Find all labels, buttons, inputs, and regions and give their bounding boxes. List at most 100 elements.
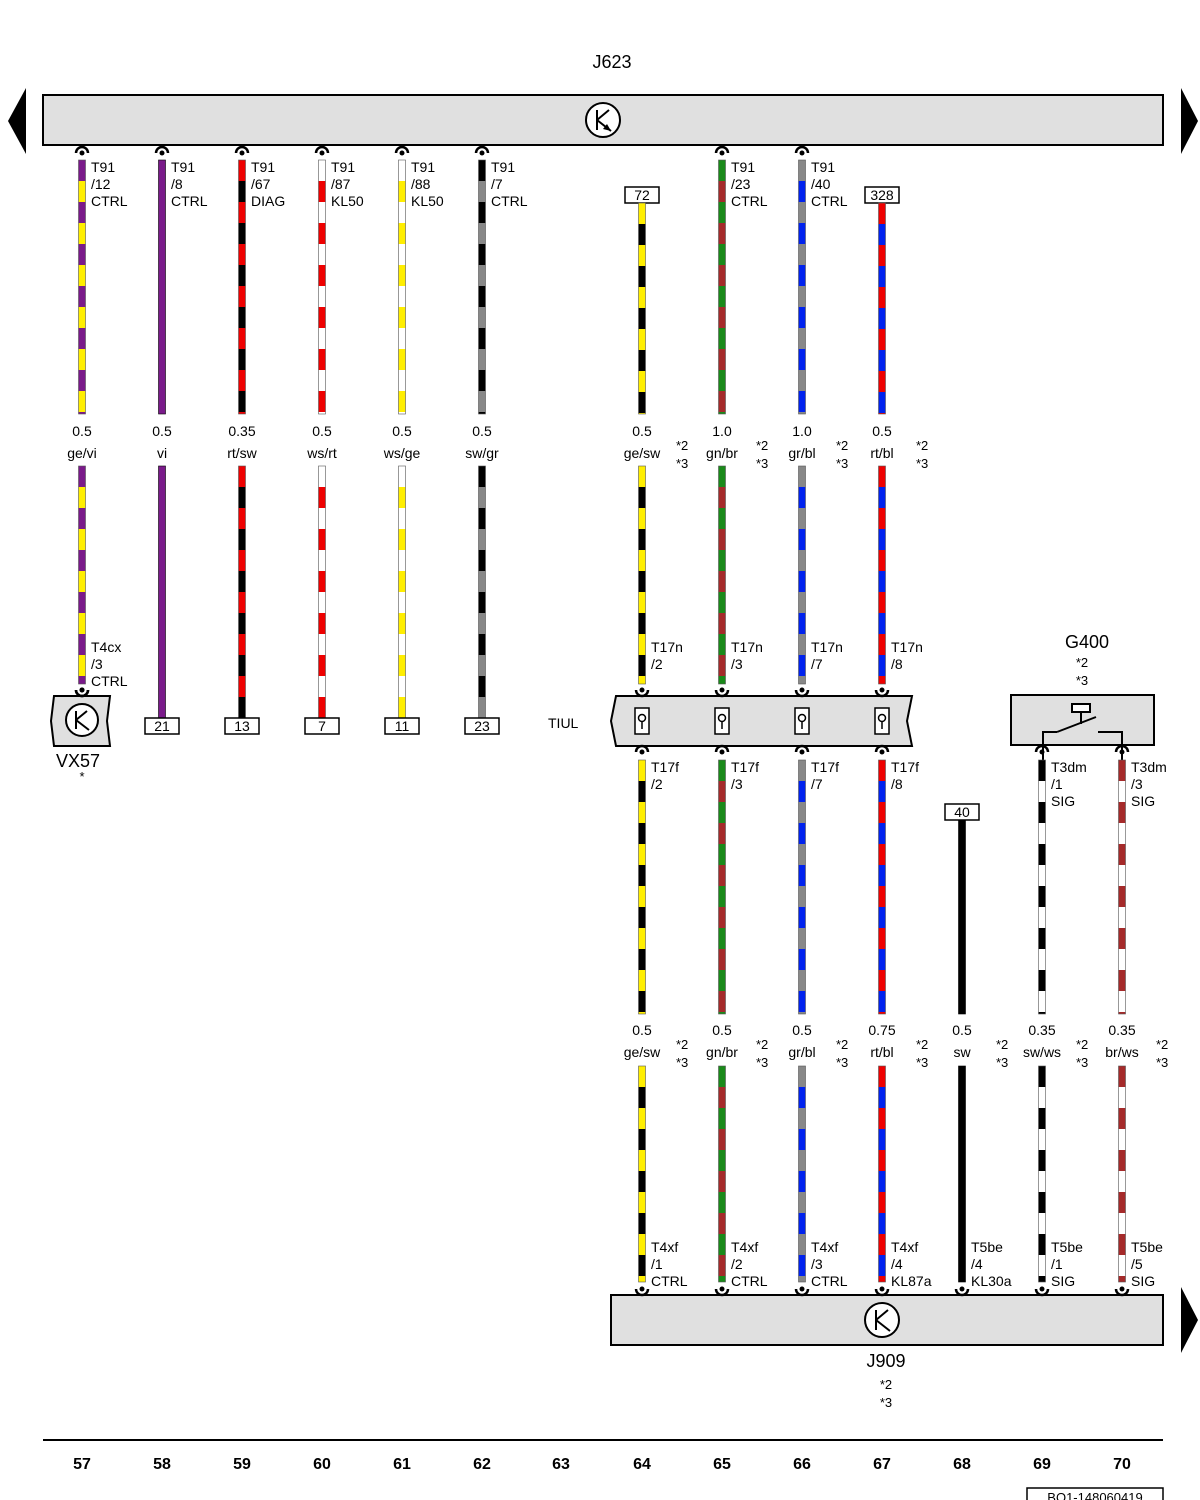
lower-wire-66-top-terminal: [794, 744, 810, 753]
lower-wire-67-segment-a: [878, 759, 886, 1015]
lower-wire-70-top-pin-line-1: /3: [1131, 776, 1143, 792]
lower-wire-66-note-0: *2: [836, 1037, 848, 1052]
column-number-58: 58: [153, 1456, 171, 1473]
prev-page-arrow[interactable]: [8, 88, 26, 154]
lower-wire-68-bottom-pin-line-0: T5be: [971, 1239, 1003, 1255]
upper-wire-60-code: ws/rt: [306, 445, 337, 461]
lower-wire-67-note-1: *3: [916, 1055, 928, 1070]
upper-wire-62-top-pin-line-2: CTRL: [491, 193, 528, 209]
j909-label: J909: [866, 1351, 905, 1371]
lower-wire-69-note-1: *3: [1076, 1055, 1088, 1070]
lower-wire-64-bottom-pin-line-0: T4xf: [651, 1239, 678, 1255]
lower-wire-69-top-pin-line-1: /1: [1051, 776, 1063, 792]
lower-wire-69-top-pin-line-0: T3dm: [1051, 759, 1087, 775]
upper-wire-59-segment-b: [238, 465, 246, 719]
lower-wire-69-bottom-terminal: [1034, 1288, 1050, 1297]
upper-wire-61-bottom-ref-text: 11: [395, 718, 410, 734]
lower-wire-68-top-ref-text: 40: [954, 804, 970, 820]
upper-wire-60-top-pin-line-0: T91: [331, 159, 355, 175]
upper-wire-60-size: 0.5: [312, 423, 332, 439]
upper-wire-65-bottom-pin-line-0: T17n: [731, 639, 763, 655]
upper-wire-60-bottom-ref[interactable]: [304, 717, 340, 735]
lower-wire-67-bottom-pin-line-0: T4xf: [891, 1239, 918, 1255]
lower-wire-68-note-1: *3: [996, 1055, 1008, 1070]
upper-wire-57-bottom-pin-line-1: /3: [91, 656, 103, 672]
lower-wire-70-bottom-pin-line-0: T5be: [1131, 1239, 1163, 1255]
column-number-57: 57: [73, 1456, 91, 1473]
upper-wire-58-bottom-ref-text: 21: [154, 718, 170, 734]
upper-wire-66-bottom-pin-line-1: /7: [811, 656, 823, 672]
lower-wire-66-segment-a: [798, 759, 806, 1015]
lower-wire-67-bottom-pin-line-2: KL87a: [891, 1273, 932, 1289]
lower-wire-70-code: br/ws: [1105, 1044, 1138, 1060]
next-page-arrow-lower[interactable]: [1181, 1287, 1198, 1353]
lower-wire-68-segment-a: [958, 819, 966, 1015]
upper-wire-60-top-terminal: [314, 145, 330, 154]
lower-wire-68-bottom-pin-line-2: KL30a: [971, 1273, 1012, 1289]
upper-wire-59-size: 0.35: [228, 423, 255, 439]
lower-wire-70-bottom-pin-line-2: SIG: [1131, 1273, 1155, 1289]
tiul-label: TIUL: [548, 715, 579, 731]
upper-wire-65-top-pin-line-0: T91: [731, 159, 755, 175]
upper-wire-62-bottom-ref[interactable]: [464, 717, 500, 735]
lower-wire-67-bottom-terminal: [874, 1288, 890, 1297]
ecu-icon: [585, 102, 621, 138]
upper-wire-59-code: rt/sw: [227, 445, 257, 461]
lower-wire-64-size: 0.5: [632, 1022, 652, 1038]
lower-wire-64-bottom-pin-line-1: /1: [651, 1256, 663, 1272]
next-page-arrow[interactable]: [1181, 88, 1198, 154]
upper-wire-58-segment-a: [158, 159, 166, 415]
lower-wire-68-bottom-terminal: [954, 1288, 970, 1297]
lower-wire-69-top-pin-line-2: SIG: [1051, 793, 1075, 809]
upper-wire-67-bottom-terminal: [874, 689, 890, 698]
column-number-66: 66: [793, 1456, 811, 1473]
upper-wire-66-top-pin-line-1: /40: [811, 176, 831, 192]
lower-wire-69-note-0: *2: [1076, 1037, 1088, 1052]
upper-wire-59-bottom-ref[interactable]: [224, 717, 260, 735]
lower-wire-67-top-pin-line-1: /8: [891, 776, 903, 792]
upper-wire-66-size: 1.0: [792, 423, 812, 439]
lower-wire-67-size: 0.75: [868, 1022, 895, 1038]
lower-wire-69-segment-b: [1038, 1065, 1046, 1283]
lower-wire-65-bottom-pin-line-0: T4xf: [731, 1239, 758, 1255]
lower-wire-68-size: 0.5: [952, 1022, 972, 1038]
lower-wire-70-top-pin-line-0: T3dm: [1131, 759, 1167, 775]
lower-wire-65-note-1: *3: [756, 1055, 768, 1070]
lower-wire-65-top-pin-line-1: /3: [731, 776, 743, 792]
upper-wire-57-segment-a: [78, 159, 86, 415]
upper-wire-66-segment-b: [798, 465, 806, 685]
lower-wire-68-bottom-pin-line-1: /4: [971, 1256, 983, 1272]
column-number-65: 65: [713, 1456, 731, 1473]
lower-wire-70-note-0: *2: [1156, 1037, 1168, 1052]
upper-wire-62-bottom-ref-text: 23: [474, 718, 490, 734]
upper-wire-64-note-1: *3: [676, 456, 688, 471]
lower-wire-69-top-terminal: [1034, 744, 1050, 753]
upper-wire-61-code: ws/ge: [383, 445, 421, 461]
lower-wire-65-bottom-pin-line-1: /2: [731, 1256, 743, 1272]
upper-wire-64-top-ref-text: 72: [634, 187, 650, 203]
lower-wire-64-note-0: *2: [676, 1037, 688, 1052]
lower-wire-64-bottom-terminal: [634, 1288, 650, 1297]
lower-wire-69-size: 0.35: [1028, 1022, 1055, 1038]
vx57-terminal: [74, 689, 90, 698]
lower-wire-65-segment-a: [718, 759, 726, 1015]
upper-wire-64-code: ge/sw: [624, 445, 661, 461]
lower-wire-64-segment-a: [638, 759, 646, 1015]
lower-wire-69-code: sw/ws: [1023, 1044, 1061, 1060]
j909-note-2: *2: [880, 1377, 892, 1392]
upper-wire-58-bottom-ref[interactable]: [144, 717, 180, 735]
lower-wire-70-bottom-pin-line-1: /5: [1131, 1256, 1143, 1272]
upper-wire-61-bottom-ref[interactable]: [384, 717, 420, 735]
lower-wire-66-bottom-pin-line-1: /3: [811, 1256, 823, 1272]
lower-wire-68-segment-b: [958, 1065, 966, 1283]
wires-layer: T91/12CTRL0.5ge/viT4cx/3CTRLT91/8CTRL0.5…: [67, 145, 1168, 1297]
upper-wire-64-bottom-pin-line-1: /2: [651, 656, 663, 672]
lower-wire-70-size: 0.35: [1108, 1022, 1135, 1038]
lower-wire-69-bottom-pin-line-0: T5be: [1051, 1239, 1083, 1255]
lower-wire-64-segment-b: [638, 1065, 646, 1283]
upper-wire-57-top-pin-line-1: /12: [91, 176, 111, 192]
upper-wire-66-bottom-terminal: [794, 689, 810, 698]
lower-wire-64-top-terminal: [634, 744, 650, 753]
lower-wire-66-top-pin-line-1: /7: [811, 776, 823, 792]
